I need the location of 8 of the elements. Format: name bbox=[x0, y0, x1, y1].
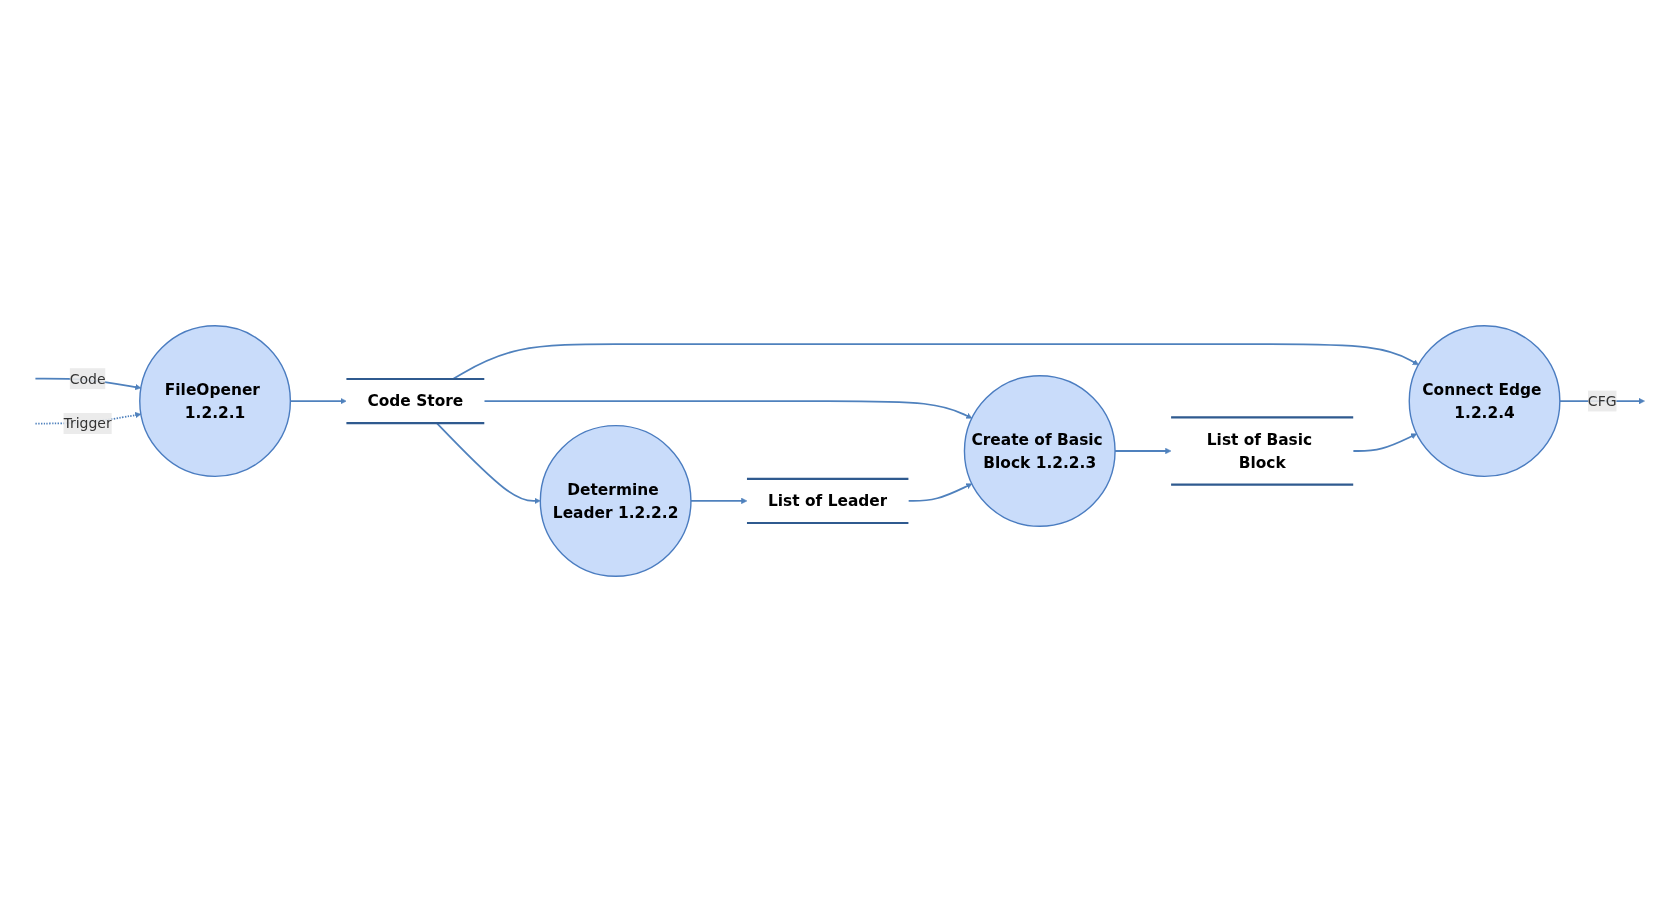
arrow bbox=[907, 482, 972, 502]
node-circle: FileOpener 1.2.2.1 bbox=[138, 324, 291, 477]
node-circle: Connect Edge 1.2.2.4 bbox=[1408, 324, 1561, 477]
node-circle: Determine Leader 1.2.2.2 bbox=[539, 424, 692, 577]
node-circle: Create of Basic Block 1.2.2.3 bbox=[963, 374, 1116, 527]
edge-label: CFG bbox=[1587, 392, 1617, 409]
edge-label: Code bbox=[69, 369, 106, 387]
edge-label: Trigger bbox=[62, 414, 112, 432]
